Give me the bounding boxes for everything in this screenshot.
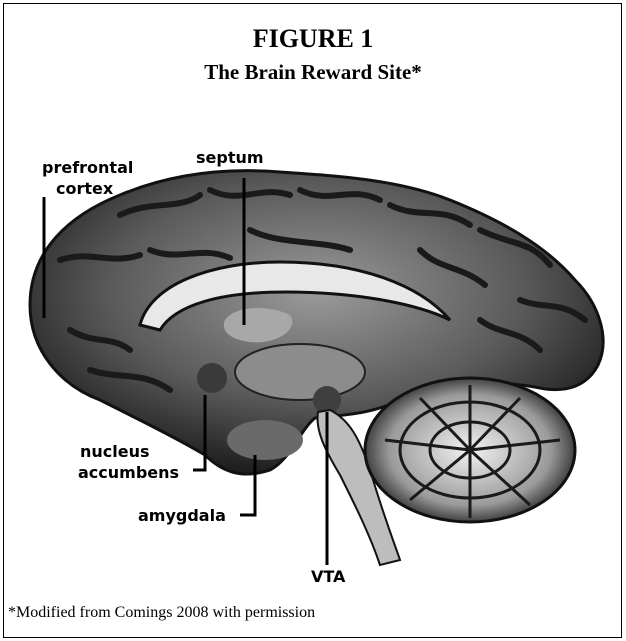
nucleus-accumbens-spot (197, 363, 227, 393)
label-nucleus-line1: nucleus (80, 442, 150, 461)
label-vta: VTA (311, 567, 346, 586)
label-prefrontal-line1: prefrontal (42, 158, 133, 177)
label-septum: septum (196, 148, 264, 167)
label-prefrontal-line2: cortex (56, 179, 114, 198)
figure-footnote: *Modified from Comings 2008 with permiss… (8, 604, 315, 622)
cerebellum (365, 378, 575, 522)
thalamus (235, 344, 365, 400)
label-amygdala: amygdala (138, 506, 226, 525)
label-nucleus-line2: accumbens (78, 463, 179, 482)
amygdala-region (227, 420, 303, 460)
